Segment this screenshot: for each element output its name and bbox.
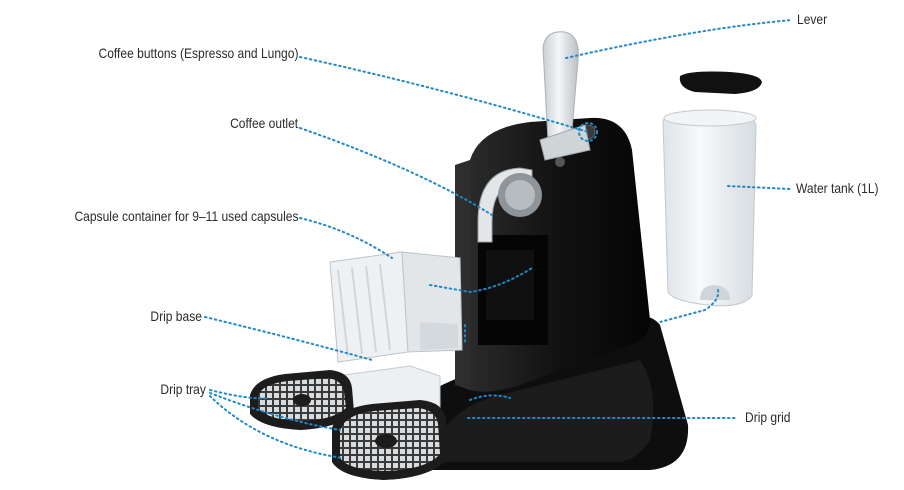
leader-drip-base (204, 316, 373, 361)
label-coffee-buttons: Coffee buttons (Espresso and Lungo) (98, 45, 298, 61)
machine-base (398, 316, 689, 470)
label-coffee-outlet: Coffee outlet (229, 115, 298, 131)
water-tank (662, 109, 757, 307)
capsule-container (329, 251, 463, 363)
label-water-tank: Water tank (1L) (796, 180, 879, 196)
leader-tank-base (659, 289, 720, 323)
label-drip-grid: Drip grid (745, 409, 791, 425)
leader-drip-tray-2 (209, 392, 341, 431)
leader-capsule-container (299, 217, 393, 259)
leader-water-tank (727, 185, 791, 190)
leader-lever (565, 19, 793, 59)
lever (539, 31, 591, 161)
buttons-marker (578, 122, 598, 142)
water-tank-lid (679, 71, 762, 94)
label-lever: Lever (797, 11, 828, 27)
leader-drip-tray-1 (209, 389, 269, 400)
leader-drip-tray-3 (209, 395, 343, 459)
label-drip-base: Drip base (150, 308, 202, 324)
label-drip-tray: Drip tray (160, 381, 206, 397)
leader-drip-grid-tray (469, 394, 511, 401)
leader-capsule-slot (429, 267, 533, 294)
label-capsule-container: Capsule container for 9–11 used capsules (73, 208, 298, 224)
leader-coffee-buttons (299, 56, 589, 133)
machine-body (455, 117, 650, 392)
leader-coffee-outlet (299, 127, 493, 216)
drip-tray-lower (332, 400, 448, 480)
